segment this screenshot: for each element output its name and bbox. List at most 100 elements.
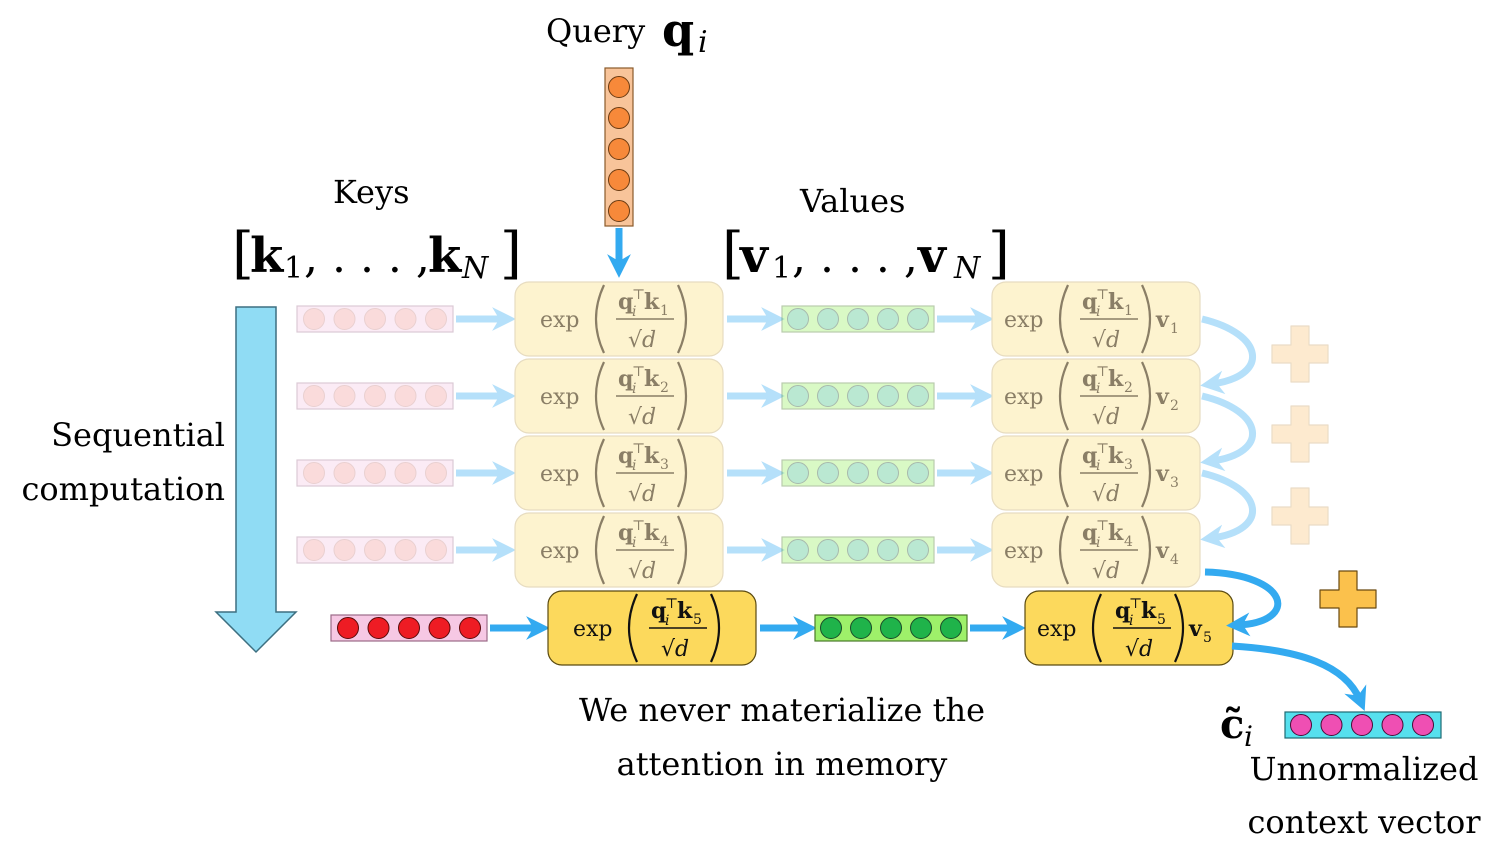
key-vector-cell (303, 308, 325, 330)
accum-arrow-faded (1200, 392, 1257, 472)
key-vector-cell (425, 462, 447, 484)
context-vector (1284, 711, 1442, 739)
note-line1: We never materialize the (579, 691, 985, 729)
formula-v: v (1155, 384, 1170, 410)
value-vector (781, 536, 935, 564)
exp-text: exp (540, 462, 580, 487)
paren-left (594, 284, 605, 354)
key-vector-cell (303, 539, 325, 561)
formula-i: i (632, 381, 636, 397)
formula-transpose: ⊤ (632, 441, 645, 457)
formula-sqrt-d: √d (1092, 328, 1120, 353)
formula-q: q (1082, 366, 1097, 392)
svg-text:]: ] (500, 221, 522, 286)
key-vector-cell (364, 385, 386, 407)
formula-transpose: ⊤ (1129, 596, 1142, 612)
value-vector (781, 459, 935, 487)
key-vector-cell (425, 308, 447, 330)
formula-k: k (677, 598, 693, 624)
formula-sqrt-d: √d (1092, 559, 1120, 584)
formula-i: i (1096, 535, 1100, 551)
accum-arrow-faded (1200, 315, 1257, 395)
formula-transpose: ⊤ (632, 287, 645, 303)
context-vector-cell (1381, 714, 1404, 736)
exp-text: exp (573, 617, 613, 642)
formula-q: q (618, 443, 633, 469)
accumulation (1200, 315, 1377, 637)
value-vector-cell (907, 308, 929, 330)
svg-text:N: N (461, 251, 490, 286)
formula-k-index: 5 (1157, 612, 1166, 628)
paren-right (1141, 361, 1152, 431)
formula-transpose: ⊤ (632, 364, 645, 380)
paren-left (594, 361, 605, 431)
sequential-label-line1: Sequential (51, 416, 225, 454)
value-vector-cell (817, 462, 839, 484)
paren-right (677, 515, 688, 585)
formula-k: k (644, 443, 660, 469)
key-vector (296, 459, 454, 487)
paren-left (1058, 438, 1069, 508)
formula-k-index: 4 (1124, 534, 1133, 550)
accum-arrow-active (1204, 568, 1282, 637)
plus-icon (1271, 325, 1329, 383)
key-vector-cell (333, 385, 356, 407)
key-vector-cell (303, 385, 325, 407)
formula-v: v (1155, 307, 1170, 333)
key-vector-cell (333, 462, 356, 484)
formula-q: q (618, 289, 633, 315)
key-vector-cell (394, 539, 417, 561)
sequential-arrow (214, 306, 298, 654)
exp-text: exp (1004, 462, 1044, 487)
formula-k-index: 2 (660, 380, 669, 396)
key-vector-cell (364, 308, 386, 330)
formula-transpose: ⊤ (1096, 287, 1109, 303)
formula-sqrt-d: √d (628, 482, 656, 507)
formula-transpose: ⊤ (632, 518, 645, 534)
value-vector-cell (847, 308, 869, 330)
formula-q: q (618, 520, 633, 546)
context-label-line2: context vector (1247, 803, 1481, 841)
paren-right (1141, 284, 1152, 354)
value-vector-cell (877, 385, 899, 407)
values-label: Values [ v 1 , . . . , v N ] (722, 182, 1010, 286)
plus-icon (1319, 570, 1377, 628)
svg-text:]: ] (988, 221, 1010, 286)
memory-note: We never materialize the attention in me… (579, 691, 985, 783)
formula-transpose: ⊤ (1096, 364, 1109, 380)
formula-v-index: 1 (1170, 321, 1179, 337)
key-vector-cell (337, 617, 359, 639)
svg-text:[: [ (722, 221, 744, 286)
context-vector-group: c̃ i Unnormalized context vector (1220, 642, 1481, 841)
query-vector-cell (608, 138, 630, 160)
formula-v-index: 5 (1203, 630, 1212, 646)
svg-text:Keys: Keys (333, 173, 409, 211)
paren-left (1058, 515, 1069, 585)
svg-text:[: [ (232, 221, 254, 286)
key-vector-cell (364, 539, 386, 561)
formula-transpose: ⊤ (665, 596, 678, 612)
query-vector-cell (608, 107, 630, 129)
paren-right (677, 284, 688, 354)
key-vector-cell (425, 385, 447, 407)
key-vector-cell (333, 539, 356, 561)
svg-text:N: N (953, 251, 982, 286)
formula-sqrt-d: √d (661, 637, 689, 662)
value-vector-cell (910, 617, 932, 639)
query-vector (604, 67, 634, 278)
formula-k-index: 3 (1124, 457, 1133, 473)
value-vector-cell (877, 462, 899, 484)
formula-i: i (1096, 458, 1100, 474)
svg-text:1: 1 (284, 251, 303, 286)
formula-k-index: 1 (1124, 303, 1133, 319)
value-vector-cell (877, 539, 899, 561)
formula-v: v (1188, 616, 1203, 642)
value-vector-cell (940, 617, 962, 639)
key-vector-cell (428, 617, 451, 639)
